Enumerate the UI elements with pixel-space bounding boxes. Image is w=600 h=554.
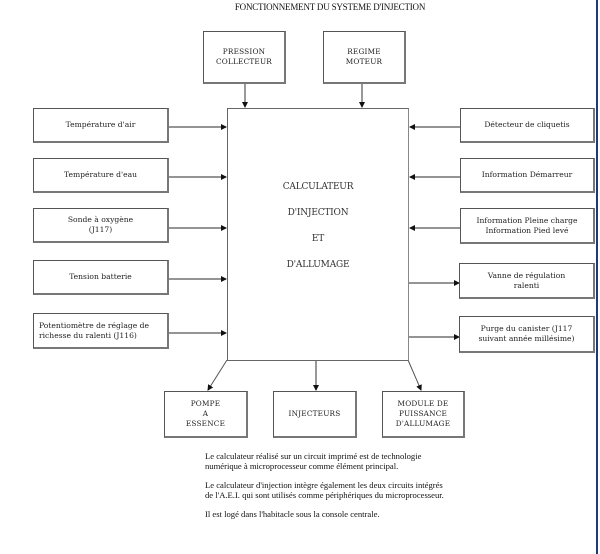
central-line-1: CALCULATEUR [282, 182, 354, 192]
box-regime-moteur: REGIME MOTEUR [323, 31, 406, 84]
box-temperature-eau: Température d'eau [33, 158, 169, 193]
box-pression-collecteur: PRESSION COLLECTEUR [203, 31, 286, 84]
box-detecteur-cliquetis: Détecteur de cliquetis [460, 108, 595, 143]
diagram-title: FONCTIONNEMENT DU SYSTEME D'INJECTION [234, 2, 426, 12]
box-temperature-air: Température d'air [33, 108, 169, 143]
box-purge-canister: Purge du canister (J117 suivant année mi… [459, 316, 595, 353]
note-paragraph: Le calculateur d'injection intègre égale… [205, 480, 444, 500]
central-line-2: D'INJECTION [287, 208, 349, 218]
box-injecteurs: INJECTEURS [273, 391, 357, 438]
box-module-puissance: MODULE DE PUISSANCE D'ALLUMAGE [382, 391, 465, 438]
frame-edge [596, 0, 598, 554]
central-line-4: D'ALLUMAGE [286, 260, 350, 270]
note-paragraph: Le calculateur réalisé sur un circuit im… [205, 451, 422, 471]
box-vanne-regulation: Vanne de régulation ralenti [459, 263, 595, 299]
wire-pompe [207, 359, 228, 391]
central-line-3: ET [311, 234, 325, 244]
description-notes: Le calculateur réalisé sur un circuit im… [205, 451, 535, 528]
box-tension-batterie: Tension batterie [33, 260, 169, 295]
box-information-pleine-charge: Information Pleine charge Information Pi… [460, 208, 595, 244]
box-pompe-essence: POMPE A ESSENCE [164, 391, 248, 438]
box-calculateur: CALCULATEUR D'INJECTION ET D'ALLUMAGE [227, 108, 409, 361]
box-information-demarreur: Information Démarreur [460, 158, 595, 193]
wire-module [407, 359, 422, 391]
box-potentiometre: Potentiomètre de réglage de richesse du … [33, 313, 169, 349]
note-paragraph: Il est logé dans l'habitacle sous la con… [205, 509, 380, 519]
box-sonde-oxygene: Sonde à oxygène (J117) [33, 208, 169, 243]
